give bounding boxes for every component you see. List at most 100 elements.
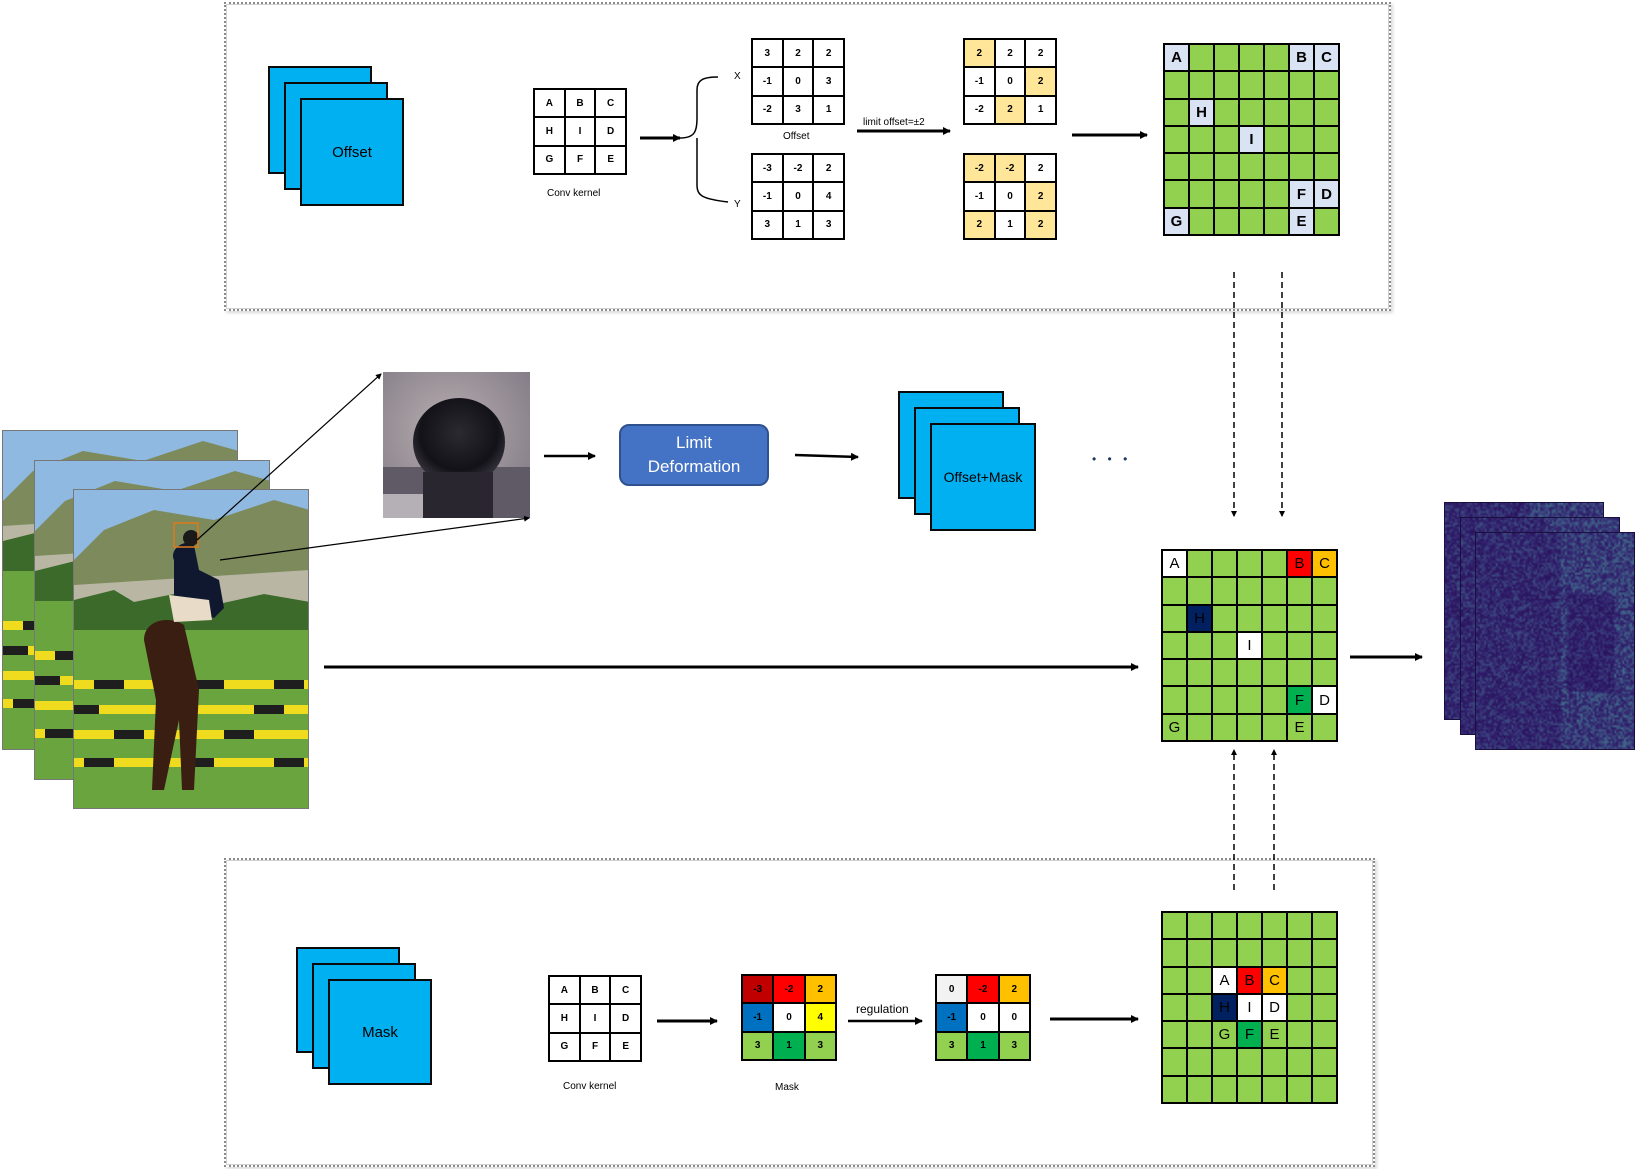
sampling-cell — [1162, 659, 1187, 687]
grid-cell: 2 — [813, 39, 844, 68]
grid-cell: 2 — [1025, 67, 1056, 96]
limit-deformation-button[interactable]: Limit Deformation — [619, 424, 769, 486]
grid-cell: 2 — [804, 975, 836, 1004]
sampling-cell — [1237, 550, 1262, 578]
sampling-cell — [1239, 44, 1264, 72]
sampling-point: G — [1212, 1021, 1237, 1049]
grid-cell: -2 — [782, 154, 814, 183]
sampling-cell — [1262, 1075, 1287, 1103]
sampling-cell — [1287, 993, 1312, 1022]
grid-cell: 1 — [782, 210, 814, 239]
sampling-cell — [1289, 71, 1314, 99]
sampling-point: H — [1189, 98, 1214, 126]
sampling-cell — [1237, 912, 1262, 940]
regulation-caption: regulation — [856, 1002, 909, 1016]
sampling-point: H — [1187, 604, 1212, 632]
conv-kernel-caption: Conv kernel — [563, 1081, 617, 1092]
grid-cell: 3 — [936, 1031, 968, 1060]
sampling-cell — [1287, 1021, 1312, 1049]
sampling-cell — [1262, 631, 1287, 660]
sampling-cell — [1187, 686, 1212, 714]
grid-cell: 3 — [782, 95, 814, 124]
x-label: X — [734, 71, 741, 82]
sampling-point: B — [1289, 44, 1314, 72]
sampling-point: H — [1212, 993, 1237, 1022]
sampling-cell — [1287, 577, 1312, 605]
sampling-cell — [1287, 1075, 1312, 1103]
grid-cell: -2 — [964, 154, 995, 183]
grid-cell: -2 — [994, 154, 1026, 183]
sampling-point: I — [1239, 125, 1264, 154]
sampling-cell — [1164, 153, 1189, 181]
sampling-cell — [1287, 939, 1312, 967]
grid-cell: 2 — [994, 39, 1026, 68]
limit-deformation-line-2: Deformation — [647, 457, 741, 476]
sampling-cell — [1239, 98, 1264, 126]
grid-cell: 0 — [967, 1003, 999, 1032]
grid-cell: C — [610, 976, 641, 1005]
y-label: Y — [734, 199, 741, 210]
sampling-cell — [1289, 153, 1314, 181]
sampling-cell — [1237, 713, 1262, 741]
sampling-point: F — [1237, 1021, 1262, 1049]
sampling-cell — [1289, 125, 1314, 154]
grid-cell: A — [534, 89, 565, 118]
mask-panel — [224, 858, 1375, 1167]
feature-map — [300, 98, 404, 206]
sampling-cell — [1187, 1048, 1212, 1076]
limit-offset-caption: limit offset=±2 — [863, 117, 925, 128]
sampling-cell — [1214, 180, 1239, 208]
grid-cell: -1 — [964, 182, 995, 211]
sampling-cell — [1162, 1075, 1187, 1103]
sampling-cell — [1214, 44, 1239, 72]
grid-cell: 1 — [967, 1031, 999, 1060]
grid-cell: 3 — [813, 210, 844, 239]
sampling-cell — [1187, 713, 1212, 741]
sampling-cell — [1264, 125, 1289, 154]
grid-cell: 0 — [994, 182, 1026, 211]
grid-cell: 3 — [752, 39, 783, 68]
grid-cell: D — [595, 117, 626, 146]
sampling-cell — [1187, 550, 1212, 578]
grid-cell: 3 — [813, 67, 844, 96]
sampling-cell — [1264, 207, 1289, 235]
grid-cell: 4 — [804, 1003, 836, 1032]
sampling-point: A — [1164, 44, 1189, 72]
grid-cell: D — [610, 1004, 641, 1033]
sampling-cell — [1162, 577, 1187, 605]
sampling-cell — [1262, 912, 1287, 940]
grid-cell: -1 — [964, 67, 995, 96]
feature-texture — [1476, 533, 1634, 749]
grid-cell: 0 — [782, 67, 814, 96]
sampling-point: G — [1162, 713, 1187, 741]
grid-cell: H — [534, 117, 565, 146]
sampling-cell — [1162, 604, 1187, 632]
sampling-point: F — [1287, 686, 1312, 714]
sampling-cell — [1187, 659, 1212, 687]
sampling-cell — [1212, 713, 1237, 741]
sampling-cell — [1237, 1048, 1262, 1076]
sampling-cell — [1264, 153, 1289, 181]
sampling-cell — [1287, 912, 1312, 940]
sampling-cell — [1314, 125, 1339, 154]
grid-cell: 2 — [1025, 39, 1056, 68]
grid-cell: 0 — [782, 182, 814, 211]
grid-cell: I — [564, 117, 596, 146]
grid-cell: 1 — [813, 95, 844, 124]
sampling-cell — [1264, 71, 1289, 99]
sampling-cell — [1187, 1021, 1212, 1049]
sampling-cell — [1164, 125, 1189, 154]
grid-cell: -1 — [752, 67, 783, 96]
sampling-cell — [1214, 207, 1239, 235]
sampling-cell — [1212, 631, 1237, 660]
sampling-cell — [1189, 153, 1214, 181]
sampling-cell — [1262, 1048, 1287, 1076]
grid-cell: -3 — [742, 975, 774, 1004]
mask-feature-stack: Mask — [296, 947, 436, 1089]
